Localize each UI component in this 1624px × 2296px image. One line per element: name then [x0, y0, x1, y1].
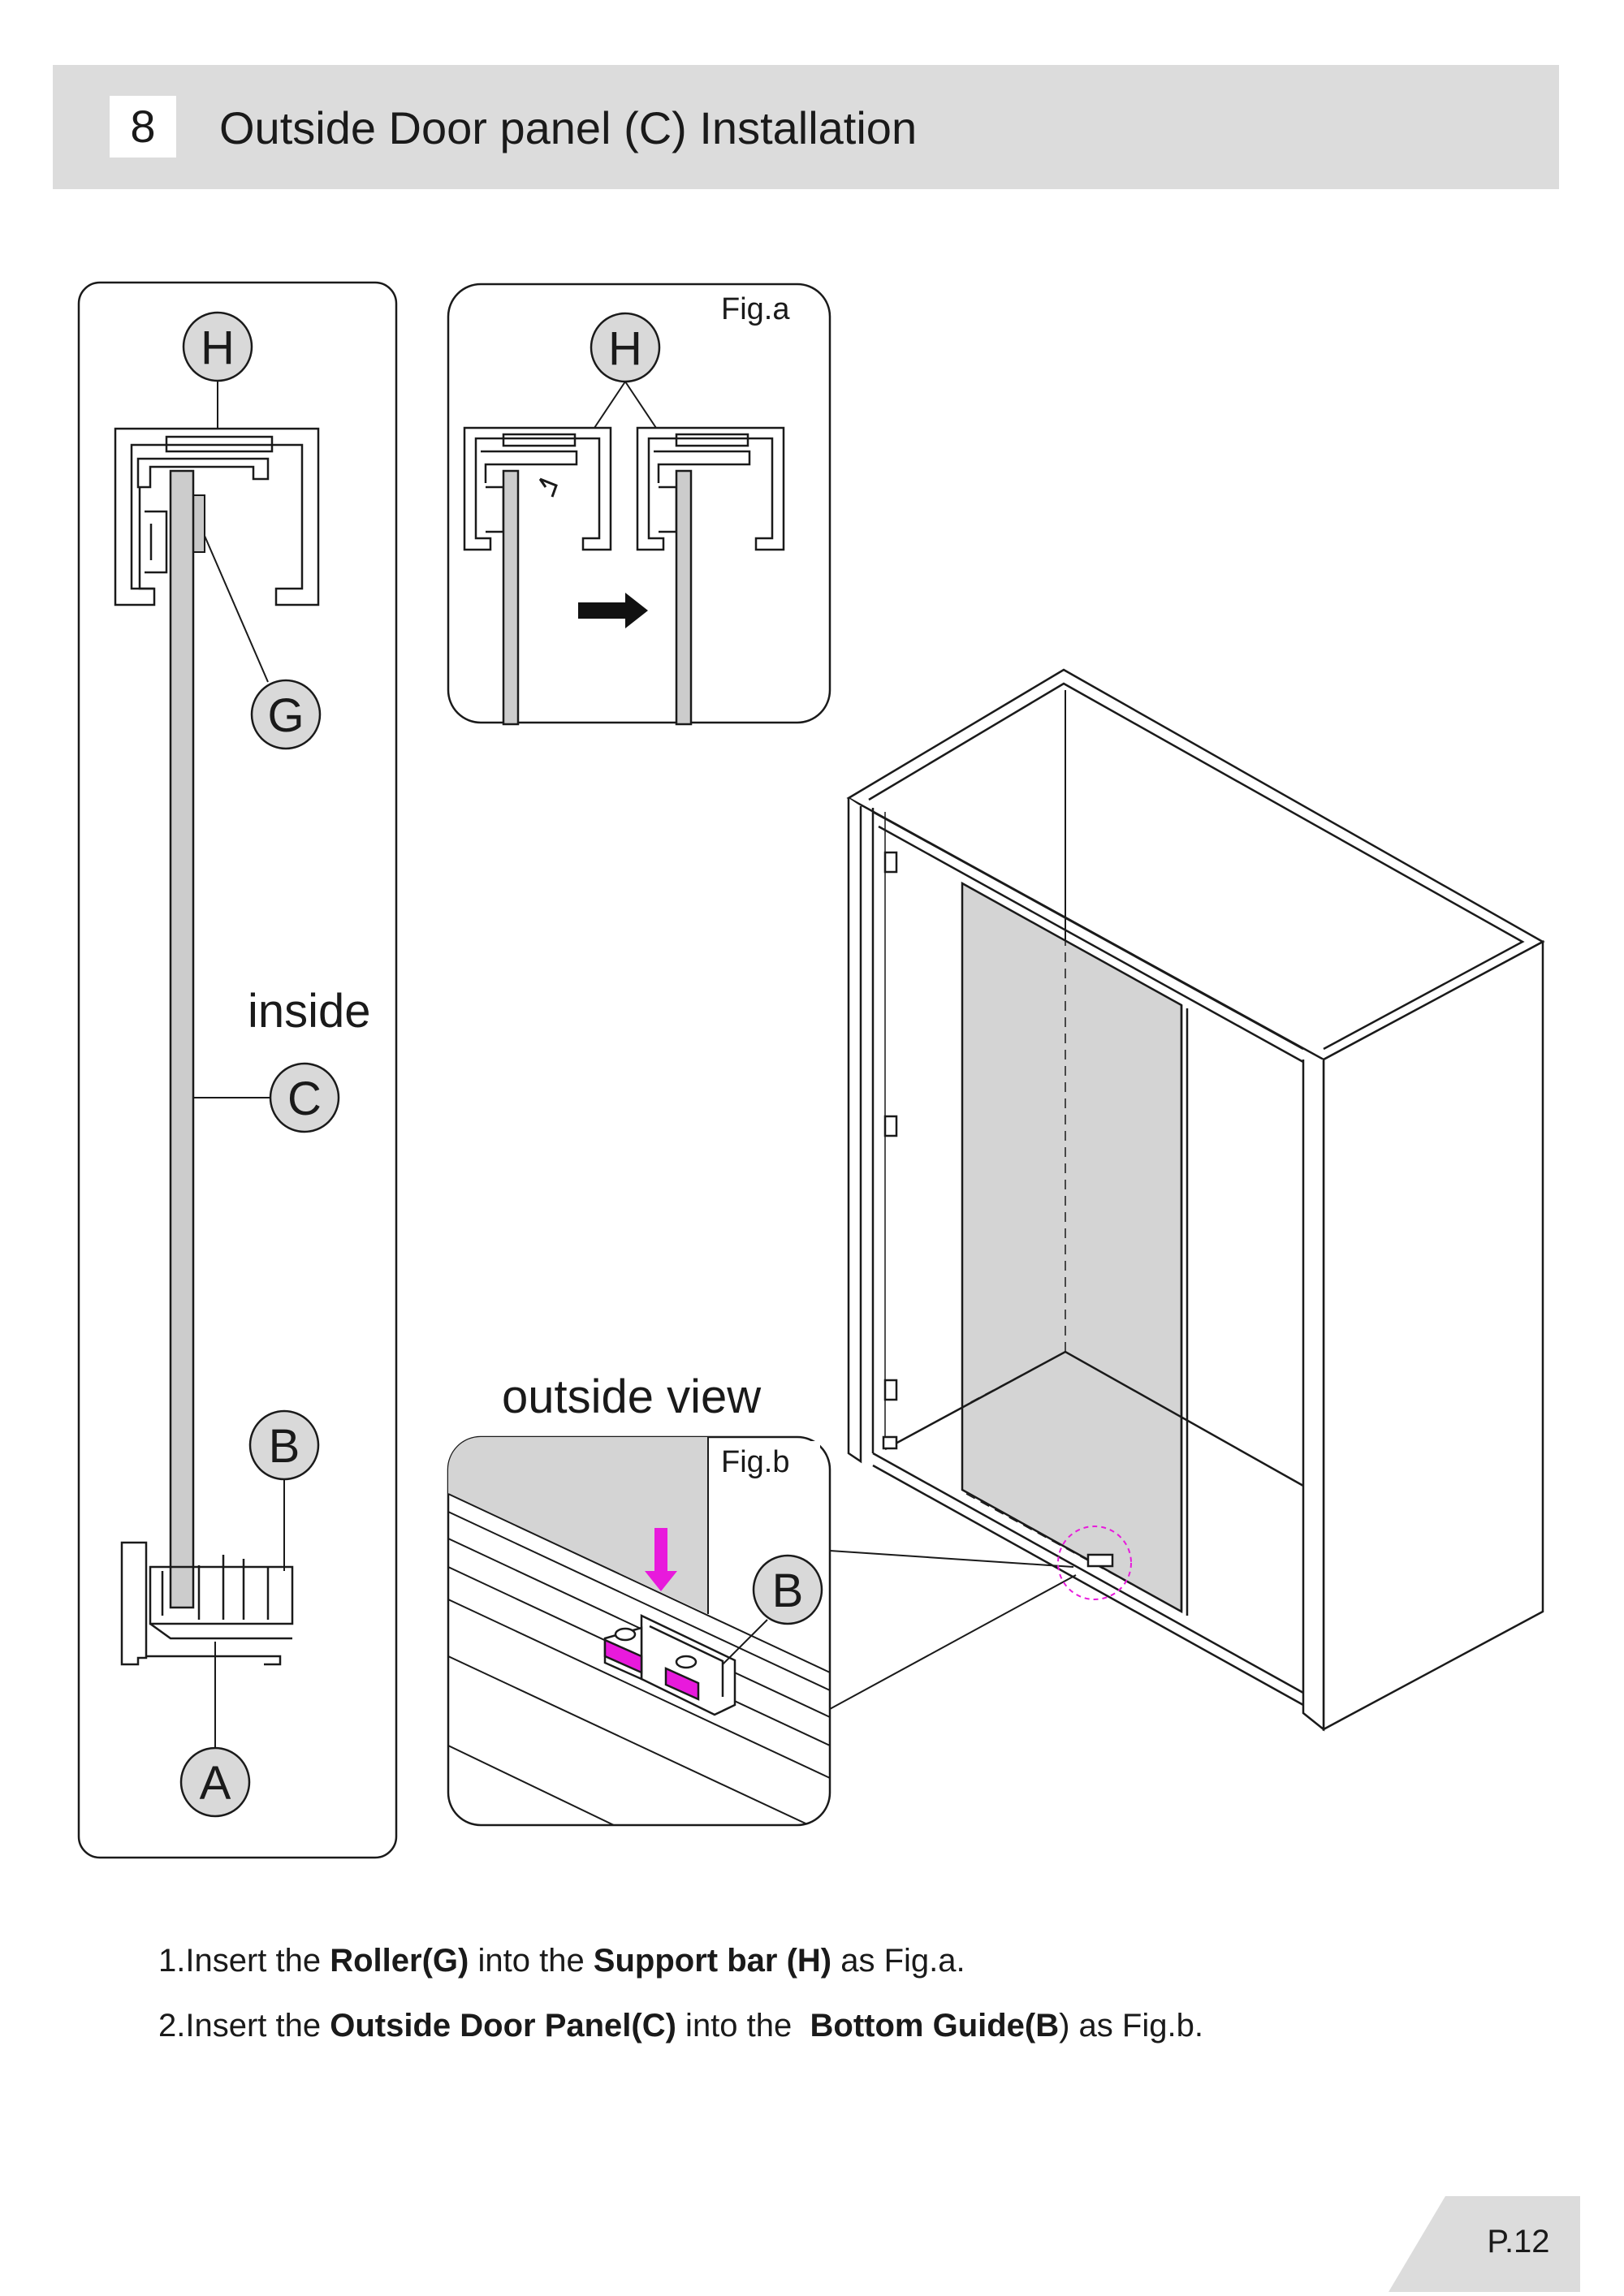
step-title: Outside Door panel (C) Installation — [219, 102, 918, 153]
svg-text:C: C — [287, 1072, 322, 1125]
fig-b-label: Fig.b — [721, 1445, 789, 1479]
fig-a-label: Fig.a — [721, 292, 790, 326]
support-bar-profile — [114, 427, 320, 606]
enclosure-isometric — [846, 668, 1545, 1732]
callout-H-fig-a: H — [590, 312, 661, 383]
inside-label: inside — [248, 985, 371, 1038]
instruction-1: 1.Insert the Roller(G) into the Support … — [158, 1943, 965, 1979]
outside-view-label: outside view — [502, 1370, 762, 1423]
down-arrow-icon — [645, 1528, 677, 1591]
glass-panel — [169, 469, 195, 1609]
step-number: 8 — [110, 96, 176, 158]
step-header: 8 Outside Door panel (C) Installation — [53, 65, 1559, 189]
right-arrow-icon — [578, 593, 648, 628]
svg-text:H: H — [608, 322, 642, 375]
instruction-2: 2.Insert the Outside Door Panel(C) into … — [158, 2008, 1203, 2044]
svg-text:G: G — [267, 689, 304, 742]
svg-text:B: B — [269, 1420, 300, 1473]
svg-text:B: B — [772, 1564, 804, 1617]
detail-circle — [1057, 1526, 1132, 1600]
callout-H-left: H — [182, 311, 253, 382]
svg-text:H: H — [201, 322, 235, 374]
fig-b-panel: B Fig.b — [447, 1435, 831, 1827]
page-number: P.12 — [1487, 2224, 1550, 2259]
fig-a-panel: Fig.a H — [447, 283, 831, 726]
svg-text:A: A — [200, 1757, 231, 1810]
instructions: 1.Insert the Roller(G) into the Support … — [158, 1928, 1203, 2058]
callout-B-left: B — [248, 1409, 320, 1481]
bottom-guide-profile — [120, 1541, 294, 1666]
cross-section-panel: H G C B A inside — [77, 281, 398, 1859]
callout-B-fig-b: B — [752, 1554, 823, 1625]
callout-C: C — [269, 1062, 340, 1133]
callout-A: A — [179, 1746, 251, 1818]
callout-G: G — [250, 679, 322, 750]
